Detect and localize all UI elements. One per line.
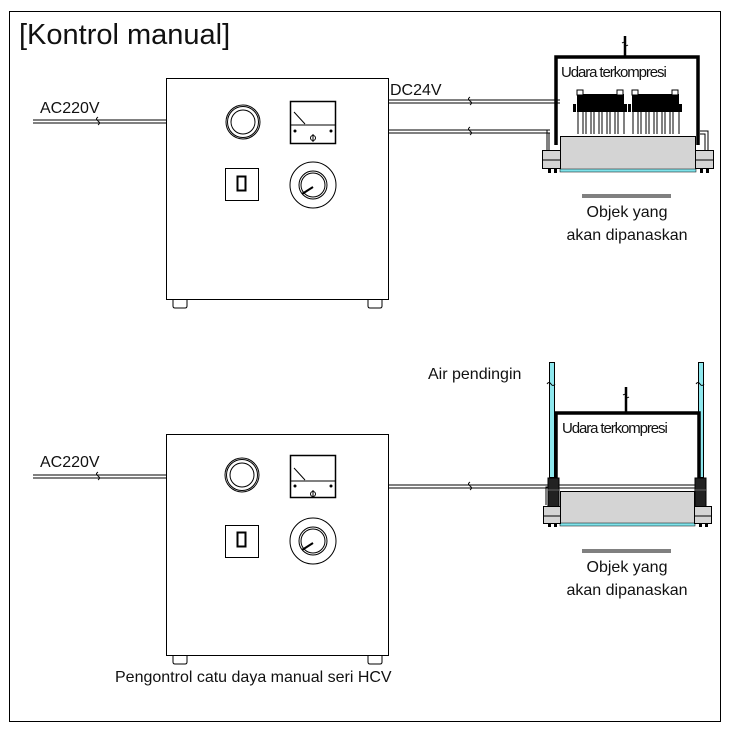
top-dc-cables — [389, 96, 709, 153]
top-ac-input-label: AC220V — [40, 100, 100, 117]
connector-left — [547, 477, 560, 509]
power-switch-icon — [225, 168, 259, 201]
foot-left — [172, 656, 188, 665]
cable-break-icon — [96, 116, 100, 126]
indicator-lamp-icon — [225, 104, 261, 140]
indicator-lamp-icon — [224, 457, 260, 493]
foot-right — [367, 656, 383, 665]
pipe-break-icon — [621, 41, 629, 47]
top-system — [33, 36, 714, 309]
top-ac-cable — [33, 116, 166, 126]
cable-break-icon — [468, 126, 472, 136]
outer-frame — [9, 11, 721, 722]
top-air-label: Udara terkompresi — [561, 64, 667, 81]
pipe-break-icon — [622, 393, 630, 399]
bottom-ac-input-label: AC220V — [40, 454, 100, 471]
power-switch-icon — [225, 525, 259, 558]
heater-body — [560, 136, 696, 170]
pipe-break-icon — [546, 382, 556, 386]
bottom-controller-box — [166, 434, 389, 665]
bottom-system — [33, 362, 712, 665]
foot-left — [172, 300, 188, 309]
bottom-ac-cable — [33, 471, 166, 481]
cable-break-icon — [468, 481, 472, 491]
cable-break-icon — [96, 471, 100, 481]
cable-break-icon — [468, 96, 472, 106]
bottom-object-label-2: akan dipanaskan — [566, 582, 688, 599]
controller-caption: Pengontrol catu daya manual seri HCV — [115, 669, 392, 686]
foot-right — [367, 300, 383, 309]
meter-icon — [289, 100, 337, 145]
heat-strip — [559, 168, 697, 173]
top-dc-output-label: DC24V — [390, 82, 442, 99]
top-air-pipe — [554, 36, 700, 145]
top-controller-box — [166, 78, 389, 309]
bottom-object-label-1: Objek yang — [586, 559, 668, 576]
pipe-break-icon — [695, 382, 705, 386]
connector-right — [694, 477, 707, 509]
bottom-air-pipe — [554, 387, 701, 478]
heat-strip — [559, 522, 696, 527]
adjust-knob-icon — [289, 161, 337, 209]
heatsink-left — [573, 89, 627, 134]
heatsink-right — [628, 89, 682, 134]
top-heater-unit — [542, 89, 714, 173]
heater-body — [560, 491, 695, 524]
end-block-left — [543, 506, 561, 524]
top-object-label-1: Objek yang — [586, 204, 668, 221]
page-title: [Kontrol manual] — [19, 19, 231, 51]
bottom-heater-unit — [543, 477, 712, 527]
coolant-label: Air pendingin — [428, 366, 522, 383]
bottom-air-label: Udara terkompresi — [562, 420, 668, 437]
bottom-output-cable — [389, 481, 700, 505]
meter-icon — [289, 454, 337, 499]
end-block-right — [694, 506, 712, 524]
adjust-knob-icon — [289, 517, 337, 565]
top-object-label-2: akan dipanaskan — [566, 227, 688, 244]
